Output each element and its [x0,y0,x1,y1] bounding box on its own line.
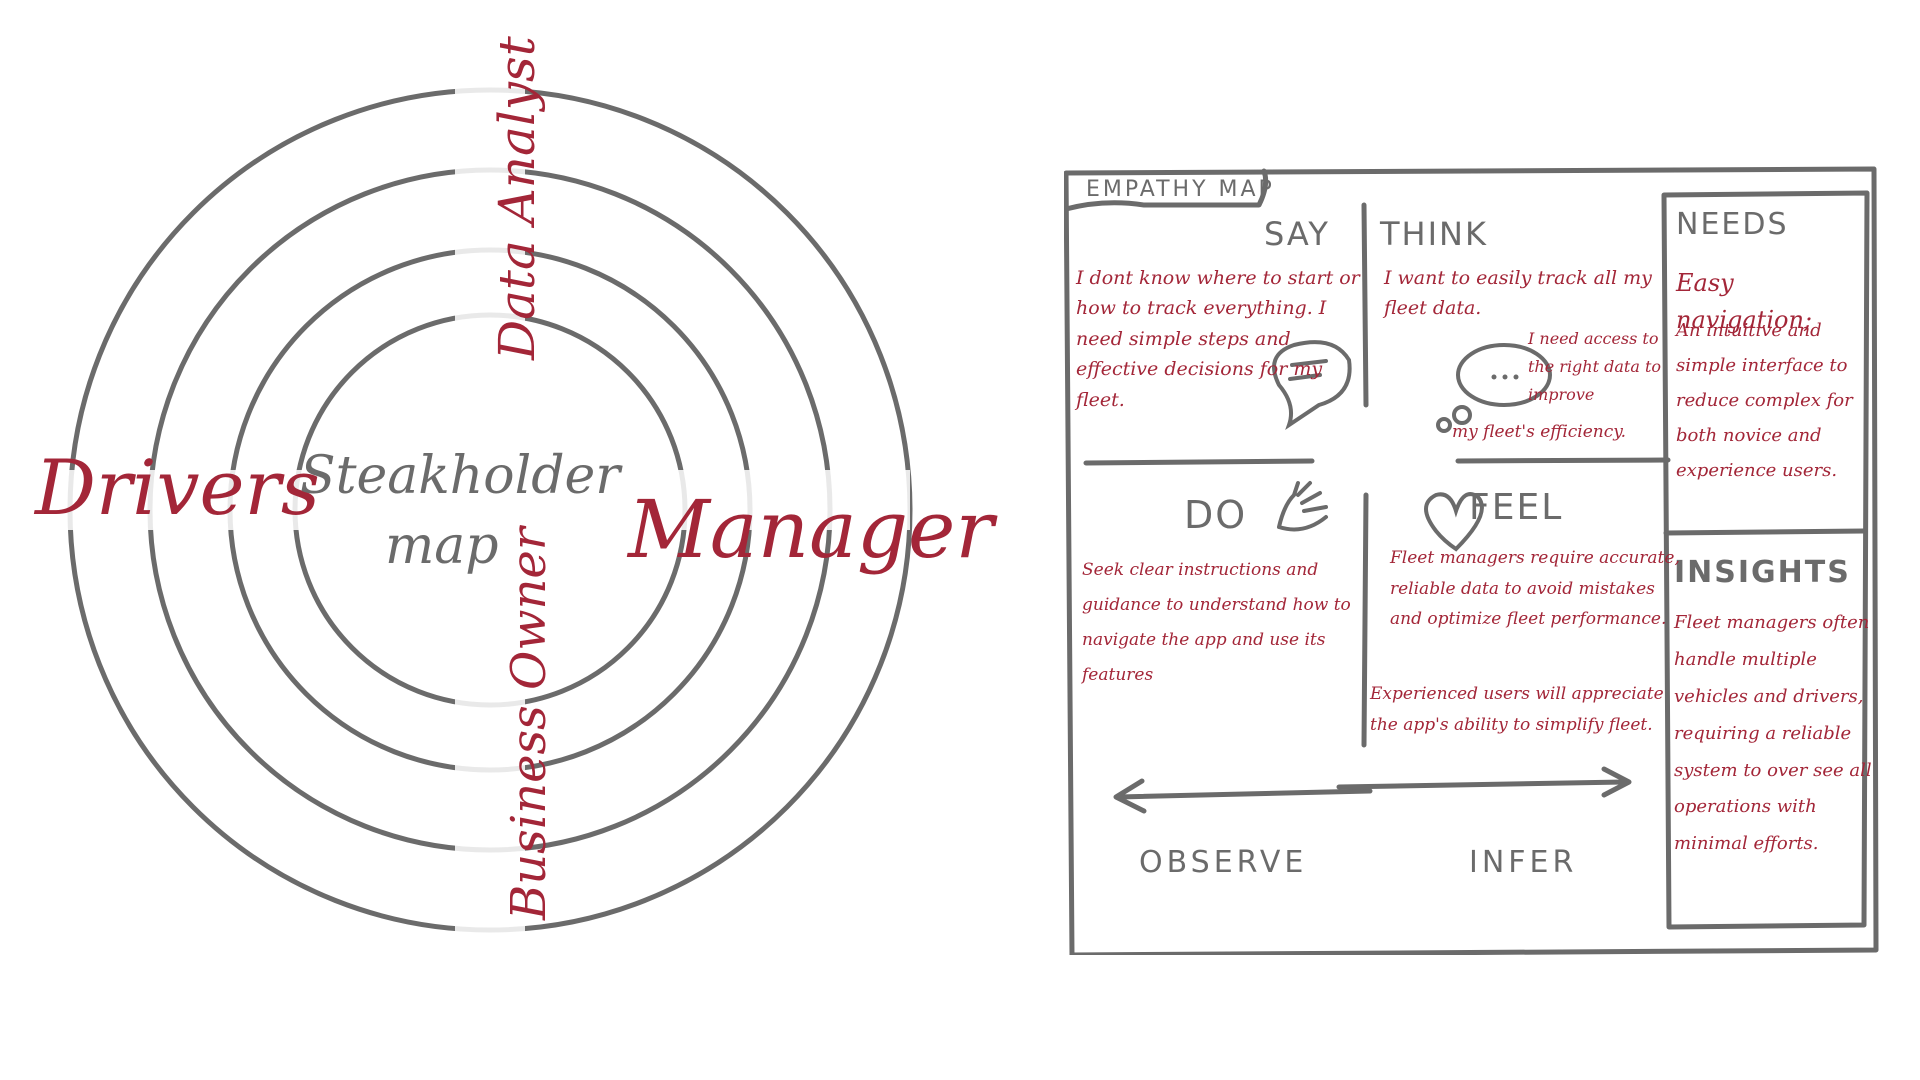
think-underline [1455,457,1671,464]
observe-arrow [1113,778,1373,814]
insights-heading: INSIGHTS [1674,555,1851,590]
title-tab [1064,168,1269,212]
feel-heart-icon [1424,492,1484,552]
empathy-map-title: EMPATHY MAP [1086,177,1275,202]
bubble-dot-3 [1513,374,1519,380]
say-speech-bubble-icon [1272,340,1352,430]
ring-2 [147,167,833,853]
needs-text-line2: An intuitive and simple interface to red… [1676,320,1853,482]
observe-label: OBSERVE [1139,845,1308,880]
say-text: I dont know where to start or how to tra… [1076,267,1360,411]
say-bubble-scribble [1288,359,1328,381]
thought-dot-2 [1436,417,1452,433]
do-heading: DO [1184,493,1248,537]
stakeholder-data-analyst-text: Data Analyst [488,36,546,360]
stakeholder-map-title-line2: map [385,516,499,576]
stakeholder-manager: Manager [628,483,994,576]
bubble-dot-1 [1491,374,1497,380]
say-underline [1083,458,1315,466]
stakeholder-business-owner-text: Business Owner [501,527,557,920]
think-heading: THINK [1380,215,1488,253]
stakeholder-drivers: Drivers [35,443,320,532]
needs-text-line1: Easy navigation; [1676,269,1812,335]
feel-text-1: Fleet managers require accurate, reliabl… [1390,548,1680,630]
think-bubble-text-2: my fleet's efficiency. [1452,422,1627,442]
insights-text: Fleet managers often handle multiple veh… [1674,612,1872,855]
ring-4 [292,312,688,708]
empathy-map: EMPATHY MAP SAY THINK NEEDS DO FEEL INSI… [1064,165,1884,955]
divider-vertical-bottom [1361,492,1369,748]
say-heading: SAY [1264,215,1330,253]
ring-1 [67,87,913,933]
right-column-divider [1663,528,1867,536]
think-text: I want to easily track all my fleet data… [1384,267,1652,320]
feel-heading: FEEL [1469,487,1564,528]
outer-border [1064,166,1879,955]
do-hand-icon [1277,481,1328,532]
feel-text-2: Experienced users will appreciate the ap… [1370,684,1664,736]
infer-label: INFER [1469,845,1578,880]
stakeholder-map-title-line1: Steakholder [300,446,621,506]
infer-arrow [1336,766,1632,798]
needs-heading: NEEDS [1676,207,1789,242]
think-bubble-text: I need access to the right data to impro… [1528,329,1662,404]
empathy-map-frame [1064,166,1879,955]
divider-vertical-top [1361,202,1369,408]
do-text: Seek clear instructions and guidance to … [1082,560,1351,685]
ring-3 [227,247,753,773]
right-column-border [1661,190,1870,930]
bubble-dot-2 [1502,374,1508,380]
thought-dot-1 [1452,405,1472,425]
think-thought-bubble-icon [1456,343,1552,407]
